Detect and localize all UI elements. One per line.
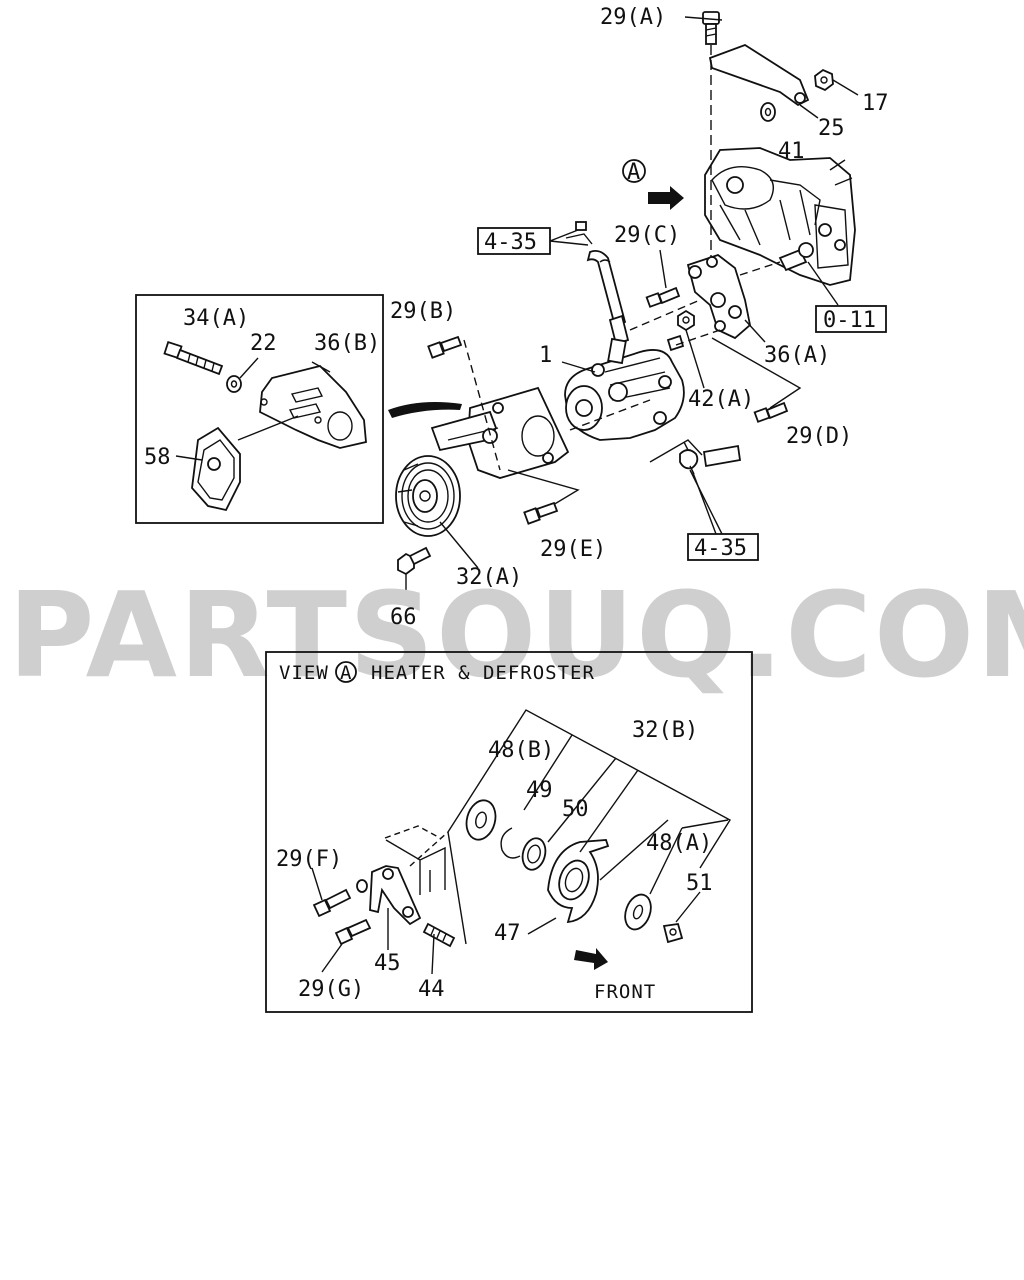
label-49: 49 [526, 778, 553, 803]
snap-ring-49 [500, 827, 521, 859]
label-34a: 34(A) [183, 306, 249, 331]
engine-block [704, 147, 856, 286]
washer-48b [465, 799, 497, 841]
front-label: FRONT [594, 981, 656, 1003]
label-58: 58 [144, 445, 171, 470]
washer-48a [624, 893, 652, 931]
label-42a: 42(A) [688, 387, 754, 412]
ref-box-4-35-bottom [687, 533, 759, 561]
label-51: 51 [686, 871, 713, 896]
bracket-25 [708, 44, 810, 107]
inset-box-left [135, 294, 384, 524]
view-a-box [265, 651, 753, 1013]
label-44: 44 [418, 977, 445, 1002]
label-29d: 29(D) [786, 424, 852, 449]
label-17: 17 [862, 91, 889, 116]
part-labels: 29(A) 17 25 41 29(C) 29(B) 34(A) 22 36(B… [144, 5, 889, 1002]
label-29e: 29(E) [540, 537, 606, 562]
inset-pointer-arrow [388, 402, 462, 418]
mounting-plate [430, 386, 570, 479]
label-29b: 29(B) [390, 299, 456, 324]
nut-42a [677, 309, 695, 332]
return-hose [586, 249, 630, 346]
engine-stud [778, 242, 814, 272]
washer-22 [226, 375, 242, 393]
bolt-29e [523, 501, 559, 525]
direction-arrow-icon [648, 186, 684, 210]
label-32a: 32(A) [456, 565, 522, 590]
label-41: 41 [778, 139, 805, 164]
label-50: 50 [562, 797, 589, 822]
label-48b: 48(B) [488, 738, 554, 763]
bolt-29c [645, 286, 681, 308]
label-45: 45 [374, 951, 401, 976]
label-29c: 29(C) [614, 223, 680, 248]
hose-clip [565, 221, 593, 245]
label-47: 47 [494, 921, 521, 946]
ref-0-11: 0-11 [823, 308, 876, 333]
label-66: 66 [390, 605, 417, 630]
bracket-36a [686, 253, 751, 340]
label-32b: 32(B) [632, 718, 698, 743]
nut-17 [814, 68, 834, 92]
bolt-29g [334, 918, 372, 946]
washer-41 [760, 102, 776, 122]
label-48a: 48(A) [646, 831, 712, 856]
label-29g: 29(G) [298, 977, 364, 1002]
ref-box-0-11 [815, 305, 887, 333]
label-25: 25 [818, 116, 845, 141]
marker-a-letter: A [627, 160, 640, 185]
front-arrow-icon [574, 948, 608, 970]
ref-4-35-top: 4-35 [484, 230, 537, 255]
ref-4-35-bottom: 4-35 [694, 536, 747, 561]
bolt-66 [397, 546, 432, 576]
view-a-prefix: VIEW [279, 662, 329, 684]
stud-plate-58 [191, 426, 241, 512]
bolt-29a [702, 11, 720, 45]
label-29f: 29(F) [276, 847, 342, 872]
label-22: 22 [250, 331, 277, 356]
bolt-29b [427, 335, 463, 359]
bearing-50 [521, 837, 547, 871]
idler-bracket-45 [356, 865, 422, 926]
bolt-34a [163, 340, 224, 376]
view-a-marker-letter: A [340, 662, 352, 684]
label-36a: 36(A) [764, 343, 830, 368]
idler-arm-47 [547, 839, 610, 924]
bolt-29f [312, 888, 352, 918]
pulley-32a [395, 455, 461, 537]
watermark-text: PARTSOUQ.COM [8, 566, 1024, 704]
view-a-title: HEATER & DEFROSTER [371, 662, 595, 684]
power-steering-pump [564, 334, 685, 441]
bracket-36b [259, 365, 367, 449]
label-1: 1 [539, 343, 552, 368]
view-a-marker: A [622, 159, 646, 185]
label-29a: 29(A) [600, 5, 666, 30]
bolt-29d [753, 401, 789, 423]
bolt-51 [662, 922, 684, 944]
return-pipe [679, 441, 742, 475]
stud-44 [422, 922, 456, 948]
label-36b: 36(B) [314, 331, 380, 356]
